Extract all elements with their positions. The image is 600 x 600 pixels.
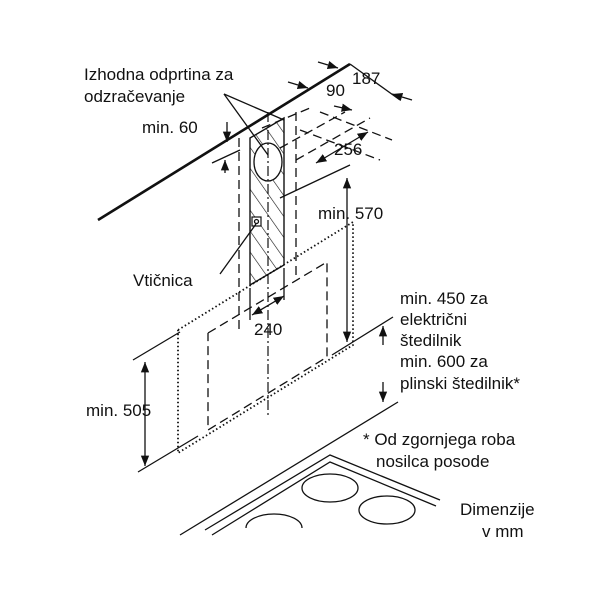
note-label: nosilca posode xyxy=(376,452,489,471)
clearance-label: električni xyxy=(400,310,467,329)
dim256-label: 256 xyxy=(334,140,362,159)
clearance-label: štedilnik xyxy=(400,331,462,350)
outlet-label: odzračevanje xyxy=(84,87,185,106)
clearance-label: plinski štedilnik* xyxy=(400,374,520,393)
dim240-label: 240 xyxy=(254,320,282,339)
burner-icon xyxy=(358,495,416,525)
units-label: v mm xyxy=(482,522,524,541)
outlet-label: Izhodna odprtina za xyxy=(84,65,234,84)
socket-icon xyxy=(251,216,262,227)
clearance-label: min. 450 za xyxy=(400,289,488,308)
min505-label: min. 505 xyxy=(86,401,151,420)
units-label: Dimenzije xyxy=(460,500,535,519)
hob-outline xyxy=(204,454,441,531)
note-label: * Od zgornjega roba xyxy=(363,430,516,449)
min60-label: min. 60 xyxy=(142,118,198,137)
min570-label: min. 570 xyxy=(318,204,383,223)
burner-icon xyxy=(301,473,359,503)
burner-icon xyxy=(245,513,303,529)
socket-label: Vtičnica xyxy=(133,271,193,290)
dim90-label: 90 xyxy=(326,81,345,100)
clearance-label: min. 600 za xyxy=(400,352,488,371)
ceiling-line xyxy=(97,62,351,222)
dim187-label: 187 xyxy=(352,69,380,88)
